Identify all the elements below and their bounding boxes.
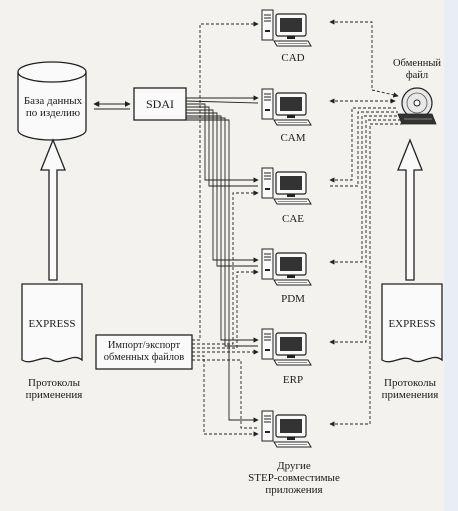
pdm-workstation-icon	[261, 248, 312, 286]
database-cylinder	[17, 61, 87, 141]
exchange-file-label-line2: файл	[405, 70, 429, 81]
cae-workstation-icon	[261, 167, 312, 205]
protocols-right-label: Протоколы применения	[370, 377, 450, 401]
database-label-line1: База данных	[23, 95, 83, 107]
import-export-box	[95, 334, 193, 370]
import-export-label-line2: обменных файлов	[103, 352, 185, 363]
sdai-label: SDAI	[145, 97, 174, 111]
exchange-file-disk-icon	[397, 87, 437, 125]
system-label-cam: CAM	[280, 132, 306, 144]
system-label-cae: CAE	[282, 213, 304, 225]
erp-workstation-icon	[261, 328, 312, 366]
protocols-left-line1: Протоколы	[28, 377, 80, 389]
protocols-left-line2: применения	[25, 389, 83, 401]
express-left-label: EXPRESS	[28, 318, 76, 330]
system-label-cad: CAD	[281, 52, 305, 64]
page-edge	[444, 0, 458, 511]
database-label-line2: по изделию	[25, 107, 81, 119]
exchange-file-label-line1: Обменный	[392, 58, 442, 69]
left-up-arrow	[40, 138, 66, 281]
import-export-label-line1: Импорт/экспорт	[107, 340, 181, 351]
cad-workstation-icon	[261, 9, 312, 47]
other-apps-line3: приложения	[265, 484, 323, 496]
system-label-pdm: PDM	[281, 293, 305, 305]
protocols-right-line1: Протоколы	[384, 377, 436, 389]
import-export-connections	[192, 21, 259, 437]
right-up-arrow	[397, 138, 423, 281]
express-doc-right	[381, 283, 443, 363]
system-label-erp: ERP	[282, 374, 304, 386]
cam-workstation-icon	[261, 88, 312, 126]
express-doc-left	[21, 283, 83, 363]
exchange-file-label: Обменный файл	[384, 58, 450, 82]
other-apps-line1: Другие	[277, 460, 311, 472]
import-export-label: Импорт/экспорт обменных файлов	[96, 340, 192, 364]
other-apps-workstation-icon	[261, 410, 312, 448]
protocols-left-label: Протоколы применения	[14, 377, 94, 401]
exchange-file-connections	[329, 19, 402, 427]
other-apps-label: Другие STEP-совместимые приложения	[244, 460, 344, 496]
express-right-label: EXPRESS	[388, 318, 436, 330]
other-apps-line2: STEP-совместимые	[248, 472, 340, 484]
protocols-right-line2: применения	[381, 389, 439, 401]
db-sdai-arrow	[93, 101, 131, 110]
sdai-connections	[185, 95, 259, 423]
database-label: База данных по изделию	[20, 95, 86, 119]
